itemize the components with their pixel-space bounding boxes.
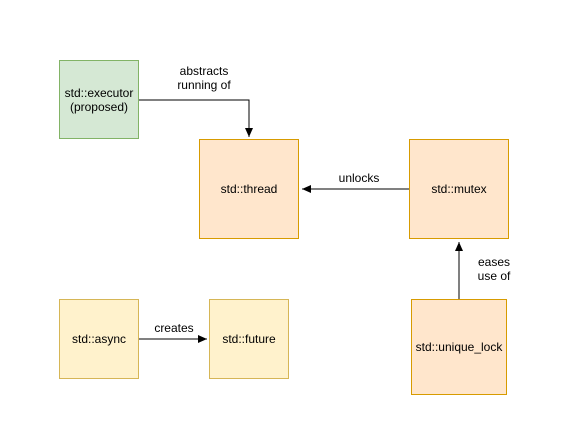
- node-mutex: std::mutex: [409, 139, 509, 239]
- node-future: std::future: [209, 299, 289, 379]
- node-unique-lock: std::unique_lock: [411, 299, 507, 395]
- edge-label-eases: eases use of: [477, 255, 511, 283]
- node-async: std::async: [59, 299, 139, 379]
- node-thread: std::thread: [199, 139, 299, 239]
- edge-label-creates: creates: [154, 321, 194, 335]
- edge-label-unlocks: unlocks: [338, 171, 380, 185]
- edge-label-abstracts: abstracts running of: [177, 64, 231, 92]
- node-executor: std::executor (proposed): [59, 60, 139, 139]
- edge-executor-to-thread: [139, 99, 253, 137]
